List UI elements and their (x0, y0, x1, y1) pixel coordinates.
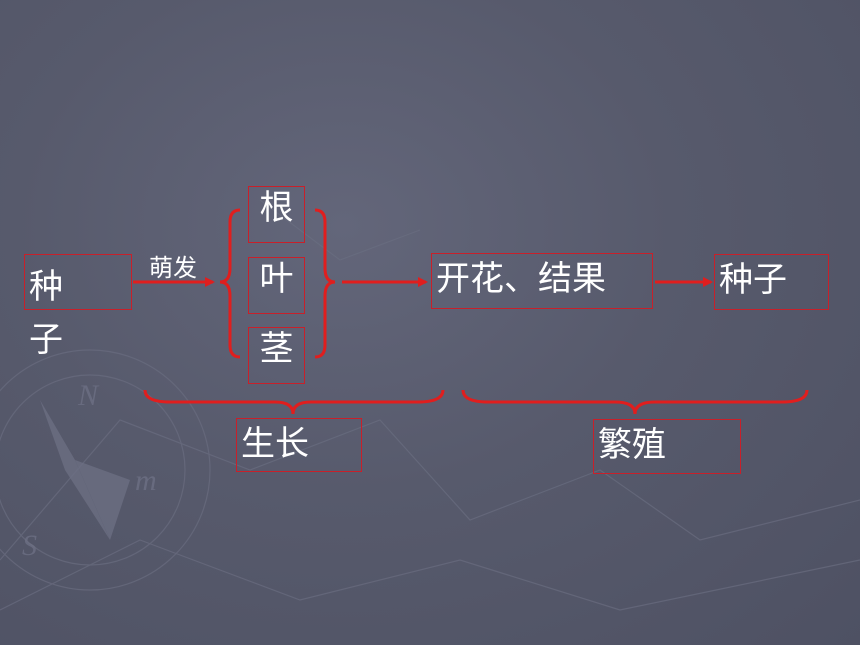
seed-end-box: 种子 (714, 254, 829, 310)
germinate-label: 萌发 (149, 254, 197, 282)
stem-box: 茎 (248, 327, 305, 384)
svg-text:m: m (135, 464, 157, 497)
svg-text:N: N (77, 379, 100, 412)
growth-label-box: 生长 (236, 418, 362, 472)
root-box: 根 (248, 186, 305, 243)
left-curly-brace (219, 208, 241, 359)
right-curly-brace (314, 208, 336, 359)
reproduction-label-box: 繁殖 (593, 419, 741, 474)
reproduction-underbrace (461, 389, 809, 415)
growth-underbrace (143, 389, 445, 415)
compass-needle-icon (40, 400, 130, 540)
flowering-fruiting-box: 开花、结果 (431, 253, 653, 309)
svg-text:S: S (22, 529, 37, 562)
seed-start-box: 种 子 (24, 254, 132, 360)
leaf-box: 叶 (248, 257, 305, 314)
